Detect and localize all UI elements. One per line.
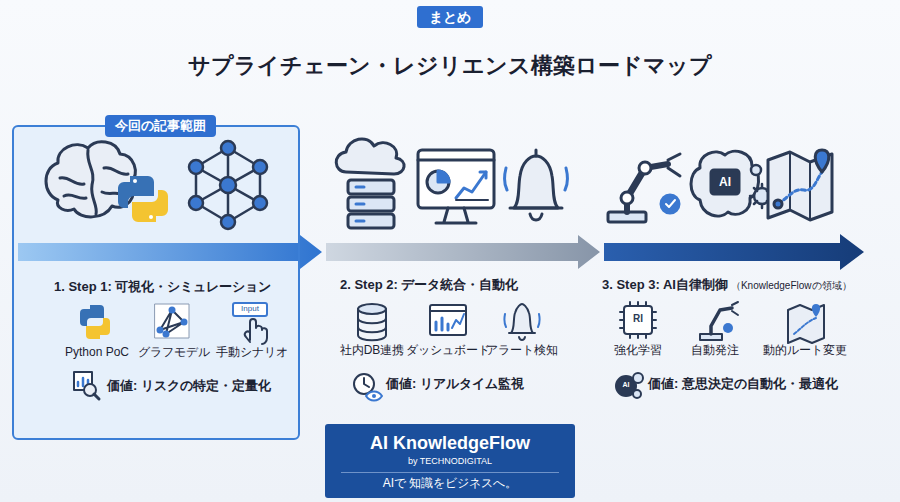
item-label: ダッシュボード bbox=[406, 343, 490, 357]
ai-brain-icon bbox=[691, 151, 774, 216]
diagram-title: サプライチェーン・レジリエンス構築ロードマップ bbox=[0, 53, 900, 79]
tag-text: まとめ bbox=[429, 8, 471, 26]
dashboard-icon bbox=[430, 305, 466, 335]
icon-text: AI bbox=[719, 175, 731, 189]
panel-fill bbox=[12, 125, 300, 440]
tag-pill: まとめ bbox=[417, 6, 483, 28]
value-label: 価値: リアルタイム監視 bbox=[386, 376, 524, 392]
icon-text: Input bbox=[241, 304, 259, 314]
robot-arm-icon bbox=[608, 154, 680, 222]
scope-panel: 今回の記事範囲1. Step 1: 可視化・シミュレーションPython PoC… bbox=[12, 125, 300, 440]
icon-text: RI bbox=[633, 313, 643, 325]
brand-divider bbox=[341, 472, 559, 473]
brand-name: AI KnowledgeFlow bbox=[370, 433, 530, 455]
value-label: 価値: リスクの特定・定量化 bbox=[107, 378, 271, 394]
chip-icon bbox=[620, 302, 656, 338]
arrow-band bbox=[604, 234, 864, 270]
step-heading: 1. Step 1: 可視化・シミュレーション bbox=[54, 279, 271, 295]
brand-sub: by TECHNODIGITAL bbox=[408, 456, 492, 467]
magnifier-chart-icon bbox=[74, 372, 99, 399]
database-icon bbox=[358, 304, 386, 340]
arrow-band bbox=[18, 235, 322, 269]
item-label: 動的ルート変更 bbox=[763, 343, 847, 357]
scope-tab: 今回の記事範囲 bbox=[105, 115, 216, 137]
cloud-server-icon bbox=[336, 139, 404, 228]
item-label: 手動シナリオ bbox=[216, 345, 288, 359]
ai-gear-icon bbox=[616, 373, 643, 398]
step-note: （KnowledgeFlowの領域） bbox=[731, 280, 852, 292]
item-label: 強化学習 bbox=[614, 343, 662, 357]
alert-bell-icon bbox=[504, 304, 539, 340]
brand-tagline: AIで 知識をビジネスへ。 bbox=[383, 476, 518, 490]
item-label: アラート検知 bbox=[486, 343, 558, 357]
route-map-icon bbox=[788, 304, 824, 343]
step-heading: 2. Step 2: データ統合・自動化 bbox=[340, 277, 518, 293]
brand-box: AI KnowledgeFlowby TECHNODIGITAL AIで 知識をビ… bbox=[325, 424, 575, 498]
item-label: グラフモデル bbox=[138, 345, 210, 359]
monitor-icon bbox=[418, 150, 494, 223]
graph-model-icon bbox=[155, 304, 189, 338]
python-logo-small bbox=[80, 305, 110, 339]
bell-icon bbox=[505, 150, 568, 220]
hand-input-icon bbox=[233, 303, 267, 344]
item-label: 社内DB連携 bbox=[340, 343, 405, 357]
icon-text: AI bbox=[623, 381, 630, 389]
robot-arm-small-icon bbox=[700, 302, 738, 340]
network-icon bbox=[189, 141, 267, 229]
clock-eye-icon bbox=[354, 374, 382, 401]
item-label: Python PoC bbox=[65, 345, 129, 359]
step-heading: 3. Step 3: AI自律制御 bbox=[602, 277, 728, 293]
arrow-band bbox=[326, 235, 600, 269]
map-icon bbox=[768, 150, 832, 220]
value-label: 価値: 意思決定の自動化・最適化 bbox=[648, 376, 838, 392]
python-logo bbox=[118, 176, 168, 222]
item-label: 自動発注 bbox=[691, 343, 739, 357]
